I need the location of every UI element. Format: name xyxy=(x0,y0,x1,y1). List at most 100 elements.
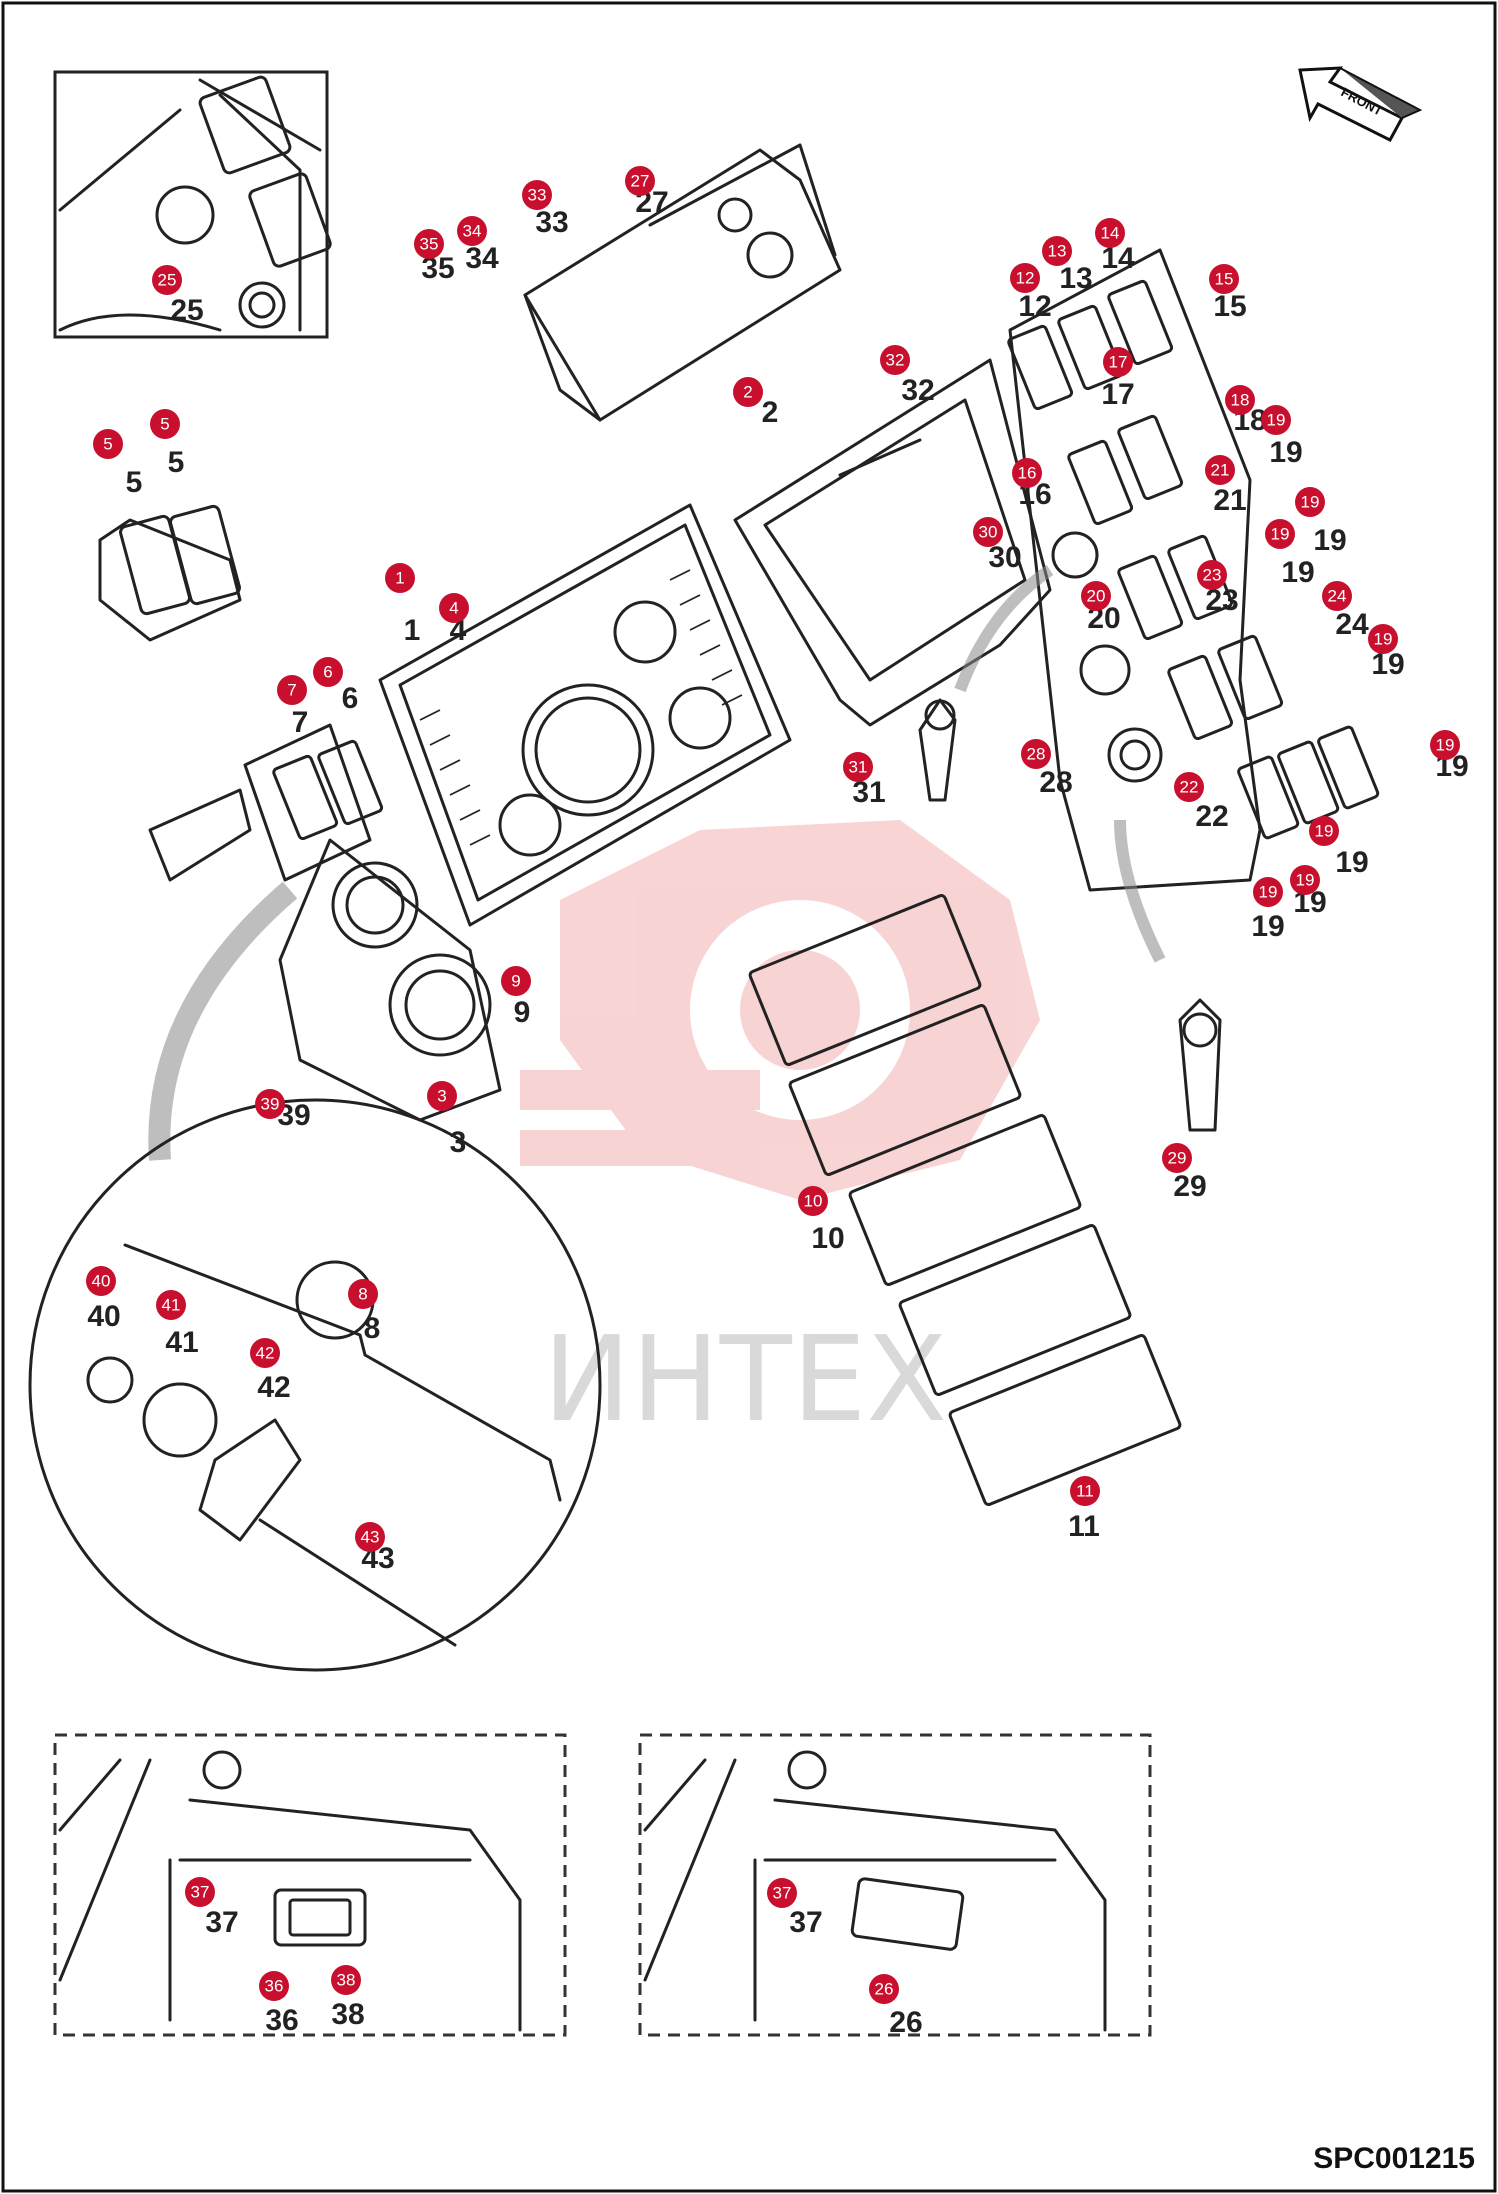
callout-badge xyxy=(1209,264,1239,294)
callout-badge xyxy=(156,1290,186,1320)
part-number-label: 42 xyxy=(257,1371,290,1404)
inset-bottom-right xyxy=(638,1733,1152,2037)
callout-badge xyxy=(355,1522,385,1552)
part-number-label: 2 xyxy=(762,396,779,429)
part-number-label: 19 xyxy=(1281,556,1314,589)
callout-badge xyxy=(277,675,307,705)
callout-badge-number: 24 xyxy=(1328,587,1347,606)
callout-badge xyxy=(1070,1476,1100,1506)
part-number-label: 32 xyxy=(901,374,934,407)
inset-bottom-left xyxy=(53,1733,567,2037)
callout-badge-number: 14 xyxy=(1101,224,1120,243)
pointer-arrow xyxy=(1114,819,1166,963)
callout-badge xyxy=(1042,236,1072,266)
callout-badge-number: 34 xyxy=(463,222,482,241)
callout-badge xyxy=(414,229,444,259)
callout-badge xyxy=(439,593,469,623)
callout-badge xyxy=(1265,519,1295,549)
callout-badge-number: 13 xyxy=(1048,242,1067,261)
callout-badge-number: 37 xyxy=(773,1884,792,1903)
callout-badge xyxy=(1295,487,1325,517)
callout-badge xyxy=(1162,1143,1192,1173)
circle-detail xyxy=(28,1098,602,1672)
callout-7: 77 xyxy=(277,675,308,739)
callout-badge-number: 15 xyxy=(1215,270,1234,289)
part-number-label: 1 xyxy=(404,614,421,647)
callout-4: 44 xyxy=(439,593,469,647)
callout-badge xyxy=(625,166,655,196)
callout-badge-number: 10 xyxy=(804,1192,823,1211)
part-number-label: 19 xyxy=(1251,910,1284,943)
callout-badge-number: 23 xyxy=(1203,566,1222,585)
callout-badge xyxy=(1309,816,1339,846)
callout-badge-number: 42 xyxy=(256,1344,275,1363)
callout-badge xyxy=(1322,581,1352,611)
callout-8: 88 xyxy=(348,1279,380,1345)
callout-badge xyxy=(348,1279,378,1309)
callout-badge-number: 19 xyxy=(1315,822,1334,841)
callout-badge xyxy=(733,377,763,407)
key-set-29 xyxy=(1178,998,1222,1132)
callout-badge xyxy=(150,409,180,439)
lower-dash-bracket xyxy=(278,838,502,1122)
callout-badge xyxy=(313,657,343,687)
front-arrow-icon: FRONT xyxy=(1298,66,1423,142)
callout-9: 99 xyxy=(501,966,531,1029)
callout-badge xyxy=(1021,739,1051,769)
callout-badge xyxy=(1174,772,1204,802)
callout-badge xyxy=(93,429,123,459)
callout-badge-number: 16 xyxy=(1018,464,1037,483)
callout-badge-number: 37 xyxy=(191,1883,210,1902)
callout-badge-number: 19 xyxy=(1374,630,1393,649)
callout-badge xyxy=(798,1186,828,1216)
callout-badge-number: 7 xyxy=(287,681,296,700)
part-number-label: 19 xyxy=(1335,846,1368,879)
part-number-label: 19 xyxy=(1371,648,1404,681)
callout-badge xyxy=(1197,560,1227,590)
callout-badge xyxy=(1261,405,1291,435)
callout-badge xyxy=(1205,455,1235,485)
part-number-label: 9 xyxy=(514,996,531,1029)
callout-badge-number: 4 xyxy=(449,599,458,618)
callout-badge-number: 39 xyxy=(261,1095,280,1114)
part-number-label: 11 xyxy=(1068,1510,1100,1543)
part-number-label: 22 xyxy=(1195,800,1228,833)
part-number-label: 41 xyxy=(165,1326,198,1359)
right-switch-column xyxy=(1007,248,1380,892)
part-number-label: 15 xyxy=(1213,290,1246,323)
callout-badge-number: 19 xyxy=(1436,736,1455,755)
callout-badge-number: 33 xyxy=(528,186,547,205)
callout-badge xyxy=(1430,730,1460,760)
drawing-code: SPC001215 xyxy=(1313,2142,1475,2175)
callout-badge xyxy=(185,1877,215,1907)
callout-badge-number: 3 xyxy=(437,1087,446,1106)
callout-5: 55 xyxy=(150,409,184,479)
part-number-label: 8 xyxy=(364,1312,381,1345)
part-number-label: 19 xyxy=(1269,436,1302,469)
callout-badge xyxy=(250,1338,280,1368)
part-number-label: 13 xyxy=(1059,262,1092,295)
callout-badge xyxy=(457,216,487,246)
callout-badge-number: 19 xyxy=(1301,493,1320,512)
instrument-cluster xyxy=(378,503,792,927)
blank-panel-stack xyxy=(748,894,1182,1506)
callout-badge xyxy=(973,517,1003,547)
part-number-label: 3 xyxy=(450,1126,467,1159)
